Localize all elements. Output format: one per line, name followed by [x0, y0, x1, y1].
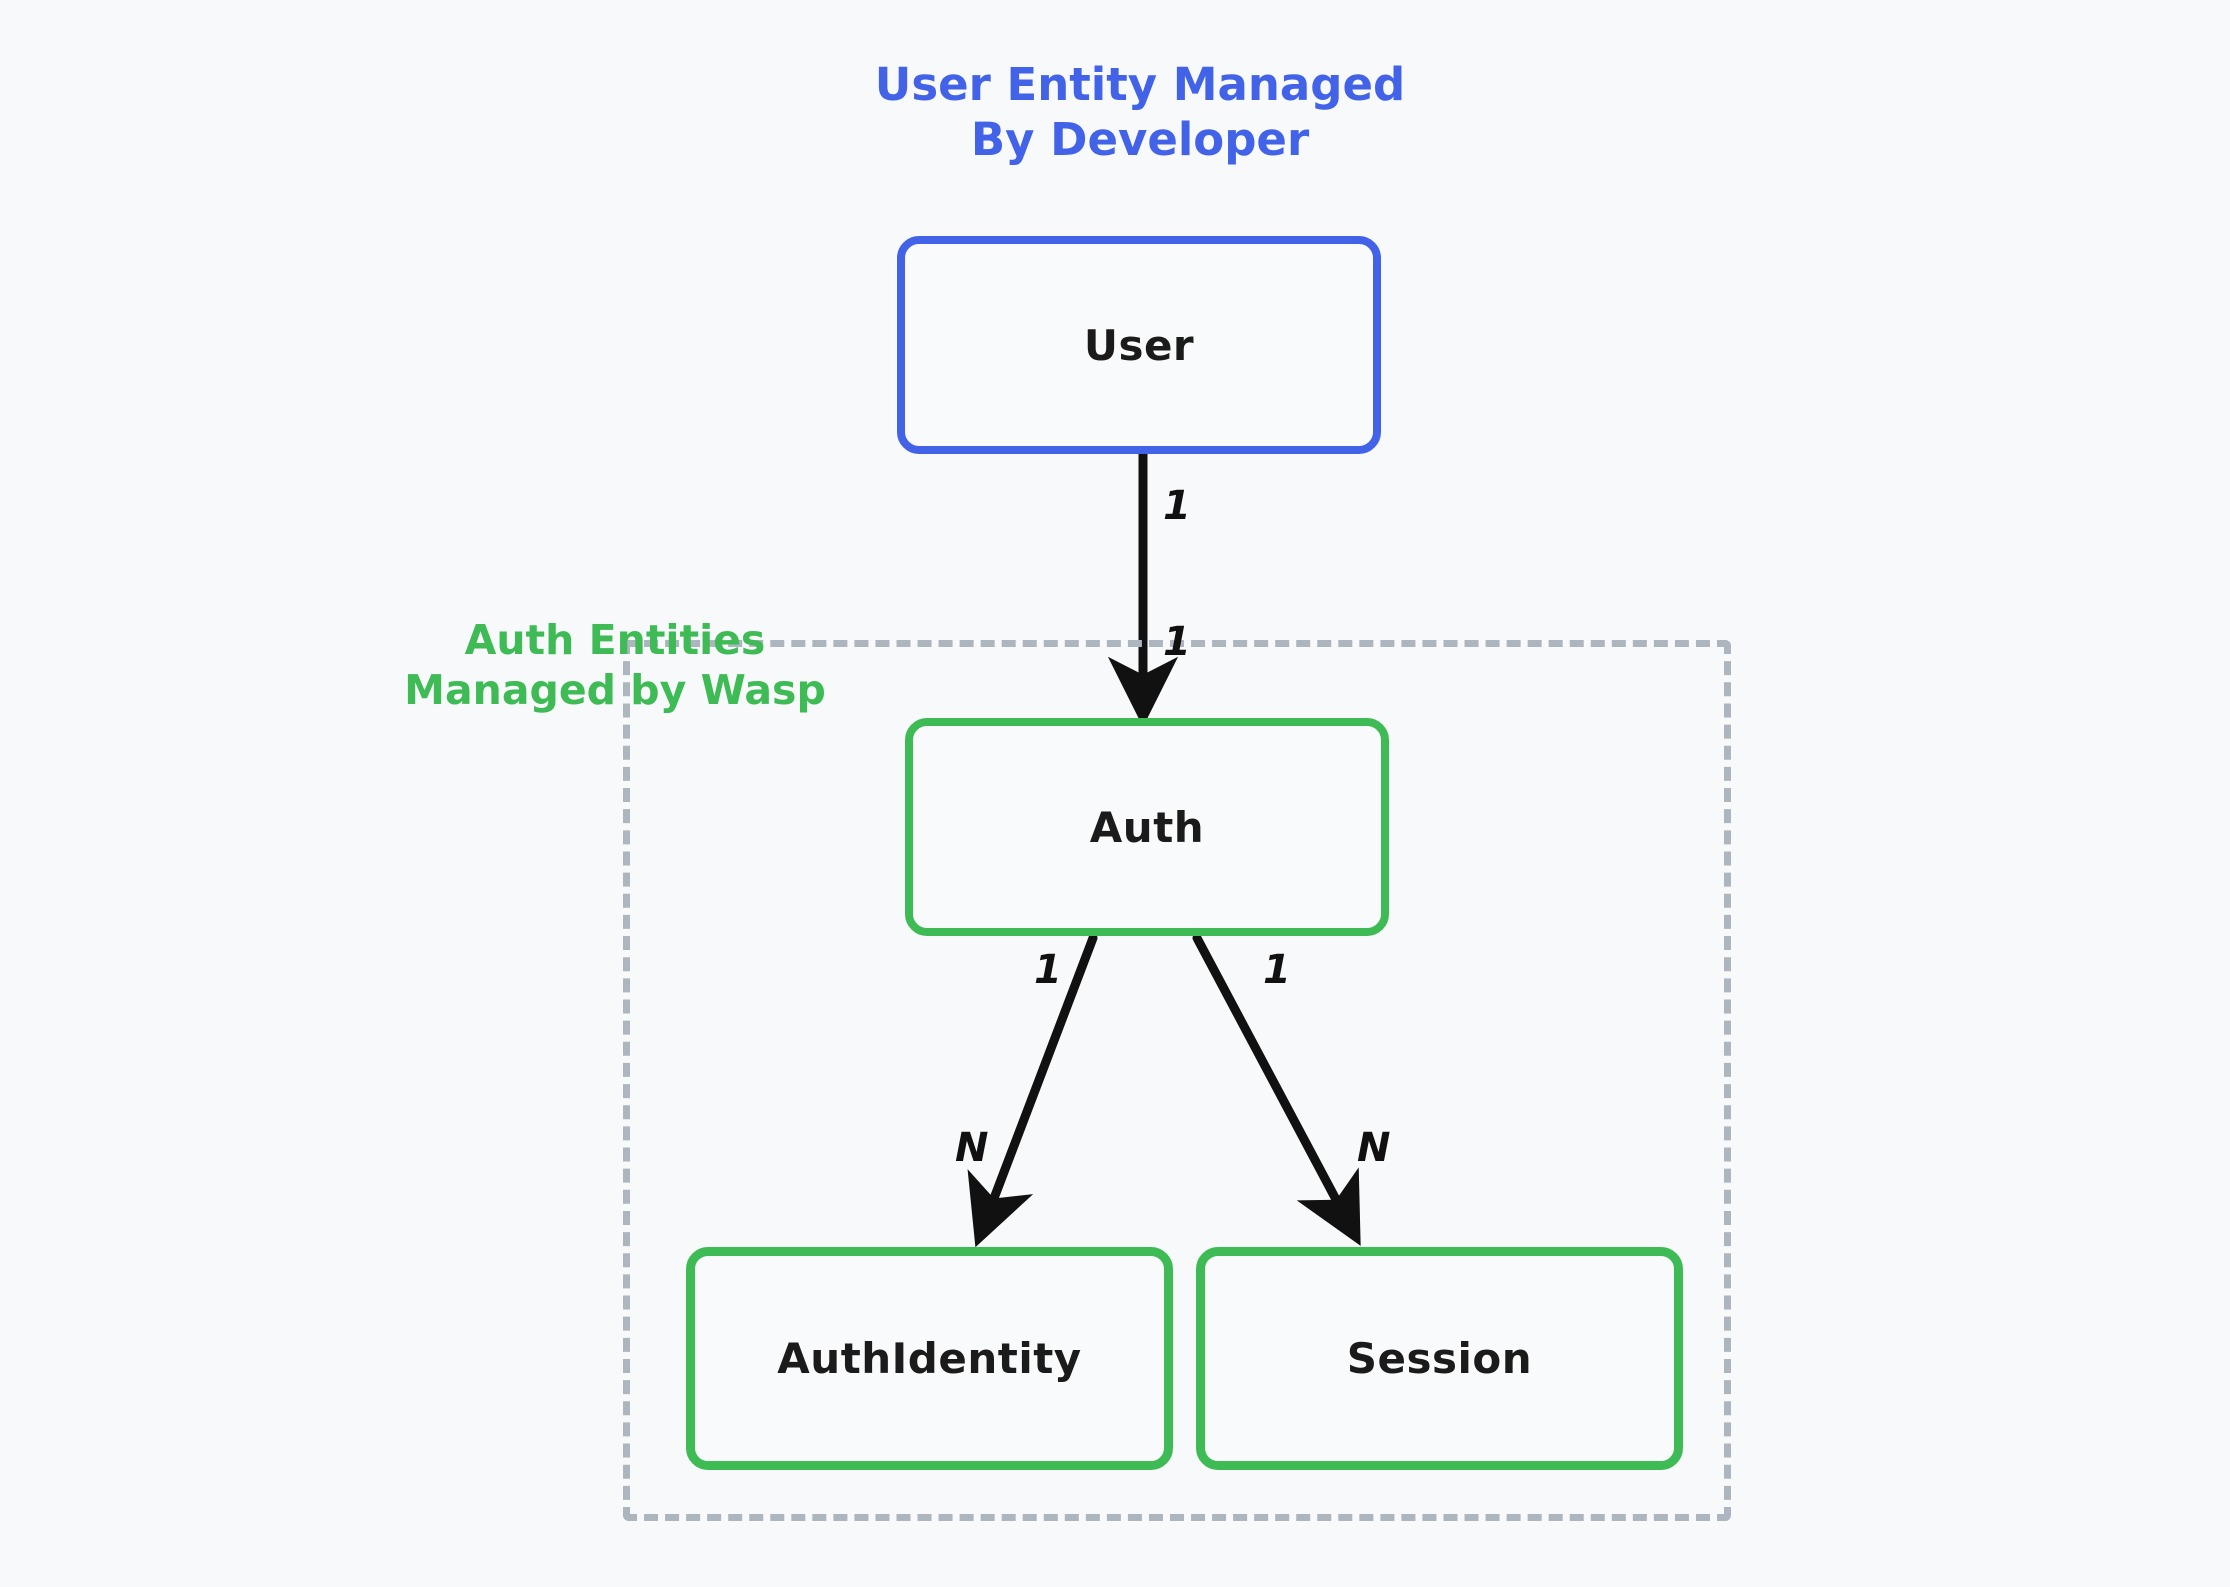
- edge-label-auth-authidentity-source-cardinality: 1: [1034, 947, 1062, 993]
- node-auth-label: Auth: [1089, 802, 1205, 852]
- node-authidentity[interactable]: AuthIdentity: [686, 1247, 1173, 1470]
- edge-label-auth-session-target-cardinality: N: [1357, 1125, 1391, 1171]
- node-user[interactable]: User: [897, 236, 1381, 454]
- edge-auth-to-authidentity: [967, 933, 1098, 1248]
- edge-label-user-auth-target-cardinality: 1: [1163, 619, 1191, 665]
- node-session-label: Session: [1346, 1334, 1533, 1383]
- title-user-entity-managed-by-developer: User Entity Managed By Developer: [874, 58, 1406, 166]
- node-user-label: User: [1083, 320, 1195, 370]
- title-auth-entities-managed-by-wasp: Auth Entities Managed by Wasp: [404, 616, 826, 715]
- edge-label-user-auth-source-cardinality: 1: [1163, 483, 1191, 529]
- subgraph-auth-entities-container: [623, 640, 1731, 1521]
- node-session[interactable]: Session: [1196, 1247, 1683, 1470]
- node-authidentity-label: AuthIdentity: [777, 1334, 1082, 1383]
- node-auth[interactable]: Auth: [905, 718, 1389, 936]
- edge-label-auth-authidentity-target-cardinality: N: [955, 1125, 989, 1171]
- edge-label-auth-session-source-cardinality: 1: [1263, 947, 1291, 993]
- edge-auth-to-session: [1192, 933, 1361, 1246]
